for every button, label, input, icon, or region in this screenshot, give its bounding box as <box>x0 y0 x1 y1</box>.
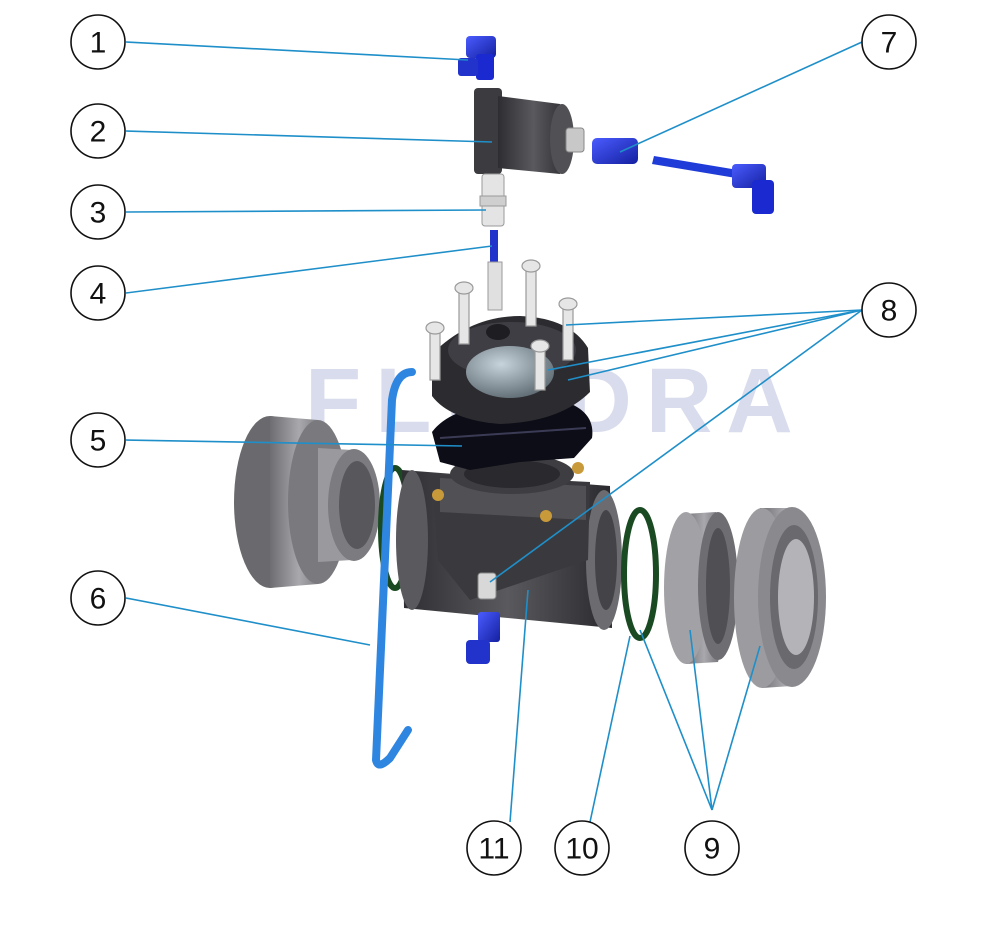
callout-7: 7 <box>861 14 917 70</box>
bonnet-connector <box>487 261 503 311</box>
side-fitting-and-tube <box>592 138 774 214</box>
svg-text:9: 9 <box>704 833 721 866</box>
right-socket <box>664 512 738 664</box>
control-tube <box>372 368 416 769</box>
callout-5: 5 <box>70 412 126 468</box>
lower-elbow-fitting <box>466 612 500 664</box>
callout-3: 3 <box>70 184 126 240</box>
svg-text:11: 11 <box>478 833 509 866</box>
leader-lines <box>125 41 863 823</box>
callout-11: 11 <box>466 820 522 876</box>
callout-8: 8 <box>861 282 917 338</box>
cover-bolts <box>425 259 578 391</box>
svg-text:2: 2 <box>90 116 107 149</box>
svg-text:6: 6 <box>90 583 107 616</box>
right-union-nut <box>734 507 826 688</box>
top-elbow-fitting <box>458 36 496 80</box>
svg-text:8: 8 <box>881 295 898 328</box>
right-oring <box>621 507 659 641</box>
callout-10: 10 <box>554 820 610 876</box>
svg-text:7: 7 <box>881 27 898 60</box>
left-union-assembly <box>234 416 380 588</box>
callout-9: 9 <box>684 820 740 876</box>
callout-2: 2 <box>70 103 126 159</box>
callout-6: 6 <box>70 570 126 626</box>
svg-text:5: 5 <box>90 425 107 458</box>
svg-text:4: 4 <box>90 278 107 311</box>
valve-body <box>396 454 622 630</box>
solenoid-body <box>474 88 585 174</box>
adapter-fitting <box>479 173 507 227</box>
svg-text:3: 3 <box>90 197 107 230</box>
short-tube <box>490 230 498 262</box>
svg-text:10: 10 <box>565 833 598 866</box>
svg-text:1: 1 <box>90 27 107 60</box>
callout-1: 1 <box>70 14 126 70</box>
bonnet-cover <box>432 316 590 424</box>
callout-4: 4 <box>70 265 126 321</box>
